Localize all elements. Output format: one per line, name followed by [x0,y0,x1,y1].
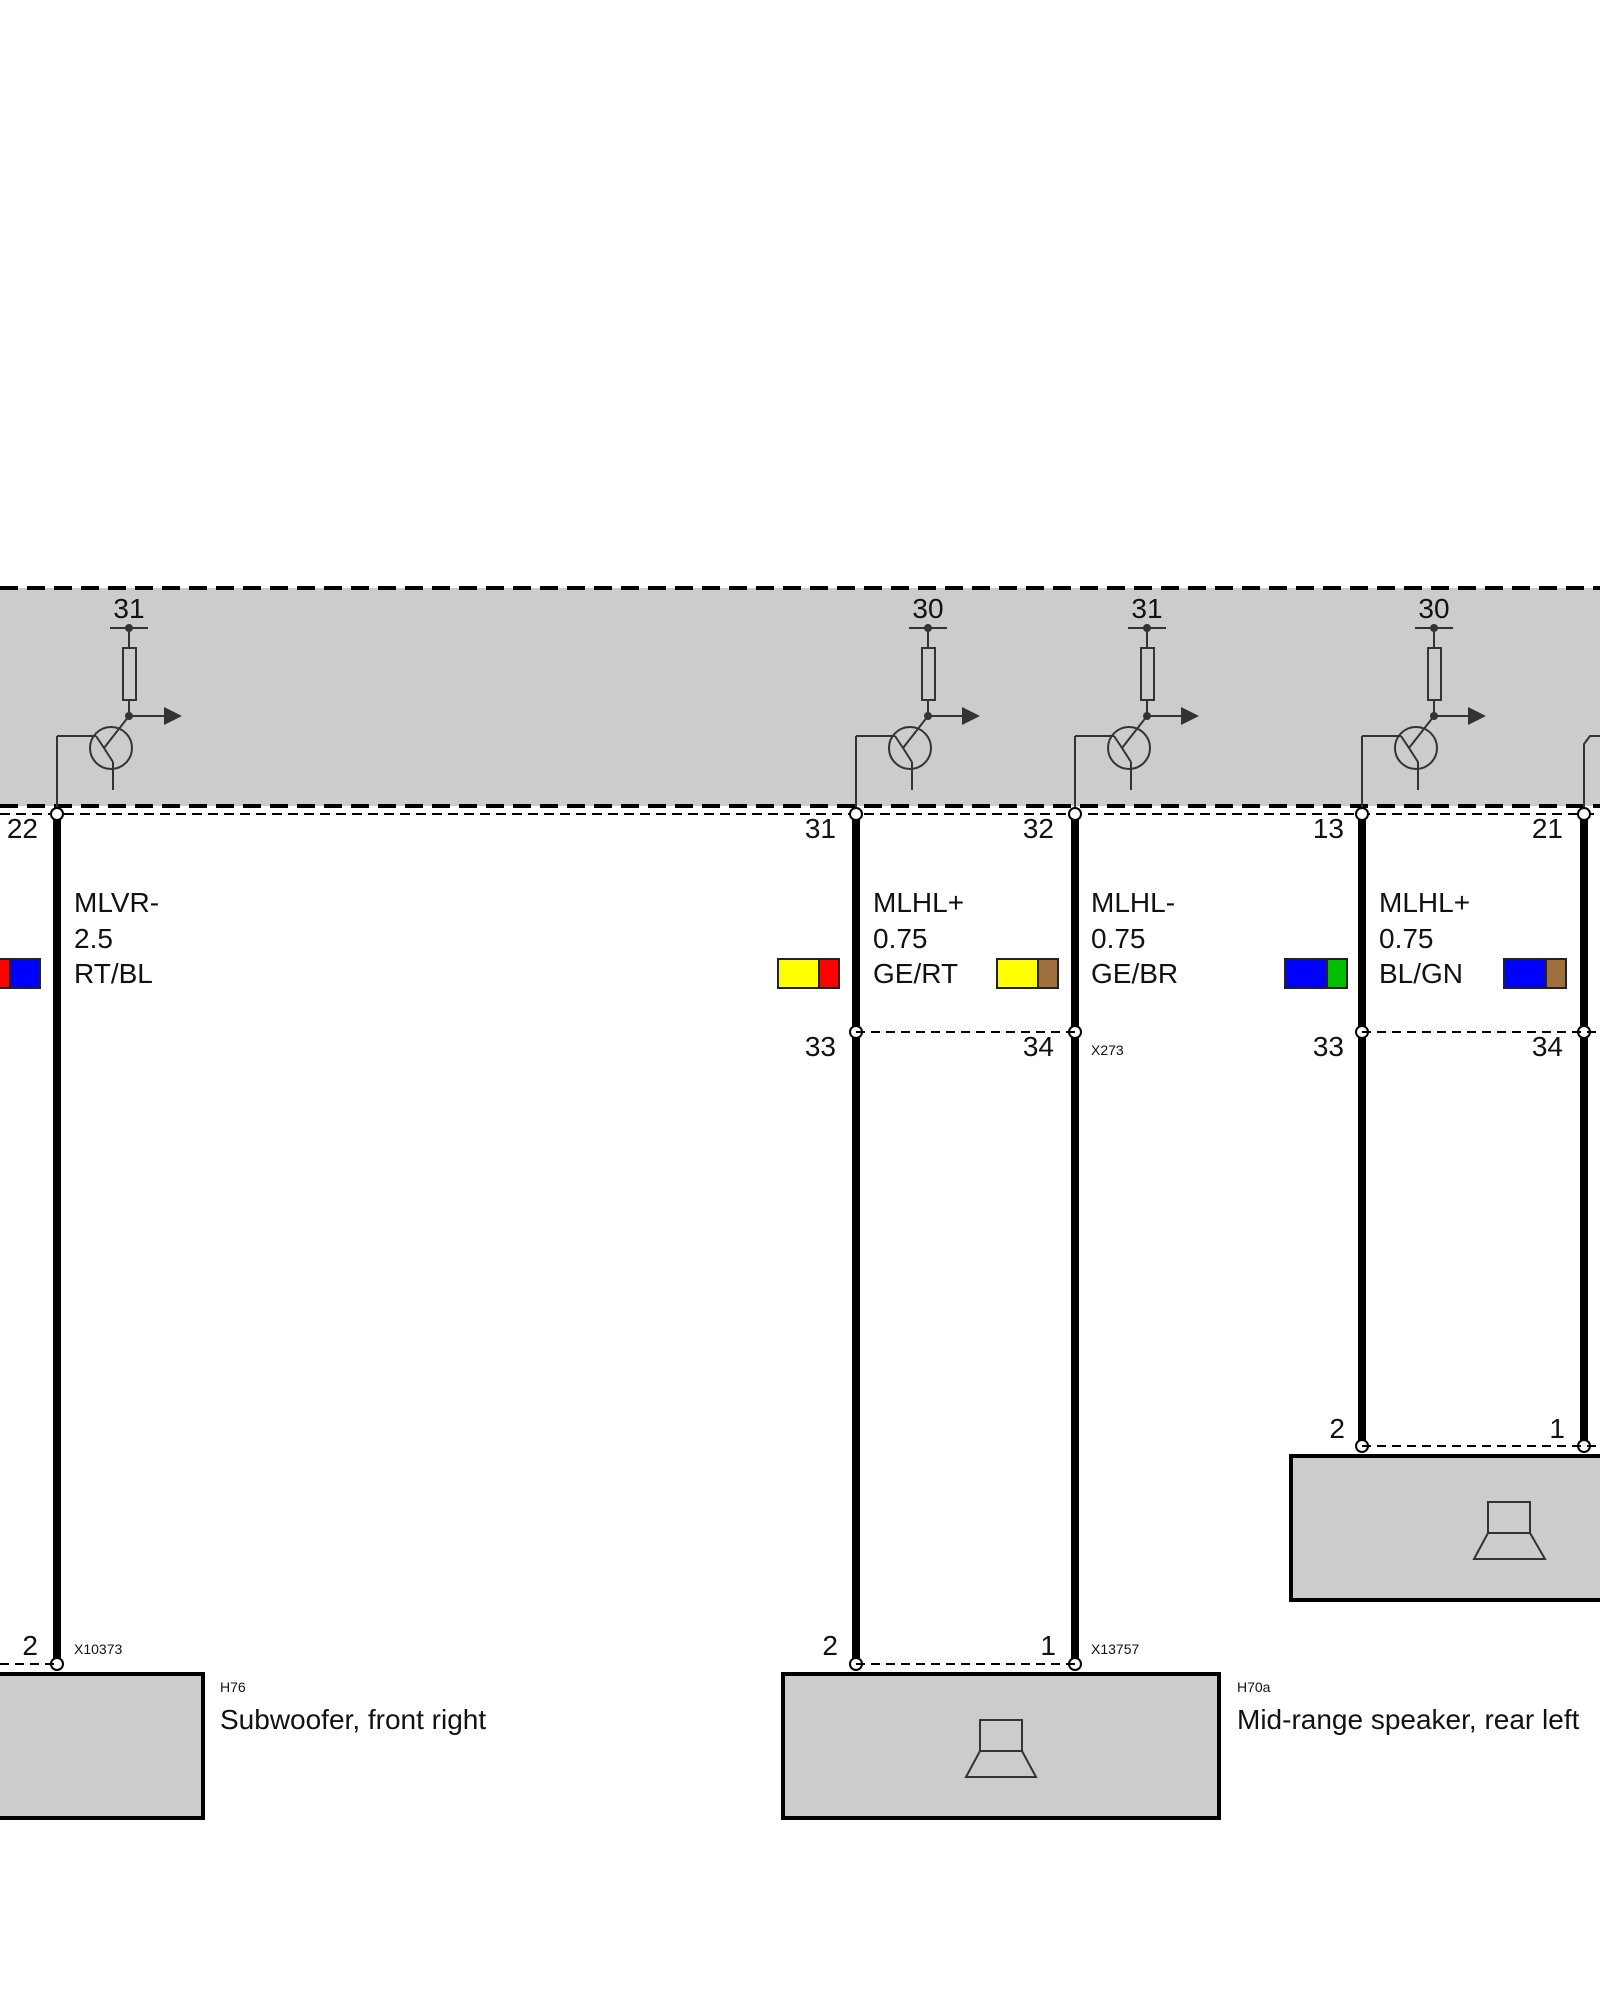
color-swatch-secondary [1037,958,1059,989]
supply-label-3: 31 [1131,593,1162,624]
color-swatch-secondary [818,958,840,989]
bottom-pin-label: 2 [22,1630,38,1661]
gauge-label: 0.75 [873,923,928,954]
output-stage-1: 31 [56,593,182,810]
wire-terminal [849,807,863,821]
transistor-icon [888,726,932,770]
output-arrow-icon [1181,707,1199,725]
speaker-box [1289,1454,1600,1602]
connector-label: X13757 [1091,1641,1139,1657]
component-id: H76 [220,1679,246,1695]
signal-label: MLVR- [74,887,159,918]
speaker-box [781,1672,1221,1820]
component-name: Subwoofer, front right [220,1704,486,1735]
wire-mlhl-plus-ge-rt: 31 MLHL+ 0.75 GE/RT 33 2 [777,807,964,1671]
supply-label-4: 30 [1418,593,1449,624]
module-body [0,588,1600,806]
color-swatch-primary [777,958,820,989]
speaker-icon [1472,1501,1547,1560]
wire-mlvr-minus: 22 MLVR- 2.5 RT/BL 2 X10373 [0,807,159,1671]
resistor-icon [1427,647,1442,701]
color-swatch-primary [1284,958,1328,989]
color-code-label: GE/RT [873,958,958,989]
signal-label: MLHL+ [873,887,964,918]
output-stage-3: 31 [1074,593,1199,810]
top-pin-label: 21 [1532,813,1563,844]
bottom-pin-label: 2 [1329,1413,1345,1444]
transistor-icon [1394,726,1438,770]
connector-label: X10373 [74,1641,122,1657]
gauge-label: 2.5 [74,923,113,954]
output-arrow-icon [164,707,182,725]
color-swatch-primary [1503,958,1547,989]
gauge-label: 0.75 [1091,923,1146,954]
color-swatch-primary [0,958,11,989]
resistor-icon [1140,647,1155,701]
supply-label-2: 30 [912,593,943,624]
color-swatch-secondary [1545,958,1567,989]
component-h76: H76 Subwoofer, front right [0,1663,486,1820]
wire-mlhl-minus-ge-br: 32 MLHL- 0.75 GE/BR 34 X273 1 X13757 [996,807,1178,1671]
speaker-icon [964,1719,1038,1778]
signal-label: MLHL- [1091,887,1175,918]
bottom-pin-label: 2 [822,1630,838,1661]
output-stage-2: 30 [855,593,980,810]
output-arrow-icon [962,707,980,725]
mid-pin-label: 33 [1313,1031,1344,1062]
color-swatch-primary [996,958,1039,989]
subwoofer-box [0,1672,205,1820]
output-arrow-icon [1468,707,1486,725]
transistor-icon [89,726,133,770]
color-code-label: GE/BR [1091,958,1178,989]
wire-terminal [1355,807,1369,821]
top-pin-label: 13 [1313,813,1344,844]
mid-connector-label: X273 [1091,1042,1124,1058]
top-pin-label: 31 [805,813,836,844]
supply-label-1: 31 [113,593,144,624]
signal-label: MLHL+ [1379,887,1470,918]
mid-pin-label: 33 [805,1031,836,1062]
wire-terminal [1068,807,1082,821]
wire-mlhl-plus-bl-gn: 13 MLHL+ 0.75 BL/GN 33 2 [1284,807,1470,1453]
resistor-icon [122,647,137,701]
top-pin-label: 22 [7,813,38,844]
mid-pin-label: 34 [1023,1031,1054,1062]
component-h70a: H70a Mid-range speaker, rear left [781,1663,1580,1820]
color-code-label: BL/GN [1379,958,1463,989]
output-stage-4: 30 [1361,593,1486,810]
wire-terminal [50,807,64,821]
component-speaker-right [1289,1445,1600,1602]
gauge-label: 0.75 [1379,923,1434,954]
color-code-label: RT/BL [74,958,153,989]
top-pin-label: 32 [1023,813,1054,844]
color-swatch-secondary [9,958,41,989]
resistor-icon [921,647,936,701]
component-id: H70a [1237,1679,1271,1695]
output-stage-5-partial [1583,735,1600,810]
wire-partial-right: 21 34 1 [1503,807,1591,1453]
mid-pin-label: 34 [1532,1031,1563,1062]
control-module: 31 30 [0,586,1600,815]
transistor-icon [1107,726,1151,770]
bottom-pin-label: 1 [1549,1413,1565,1444]
component-name: Mid-range speaker, rear left [1237,1704,1580,1735]
wire-terminal [1577,807,1591,821]
bottom-pin-label: 1 [1040,1630,1056,1661]
color-swatch-secondary [1326,958,1348,989]
